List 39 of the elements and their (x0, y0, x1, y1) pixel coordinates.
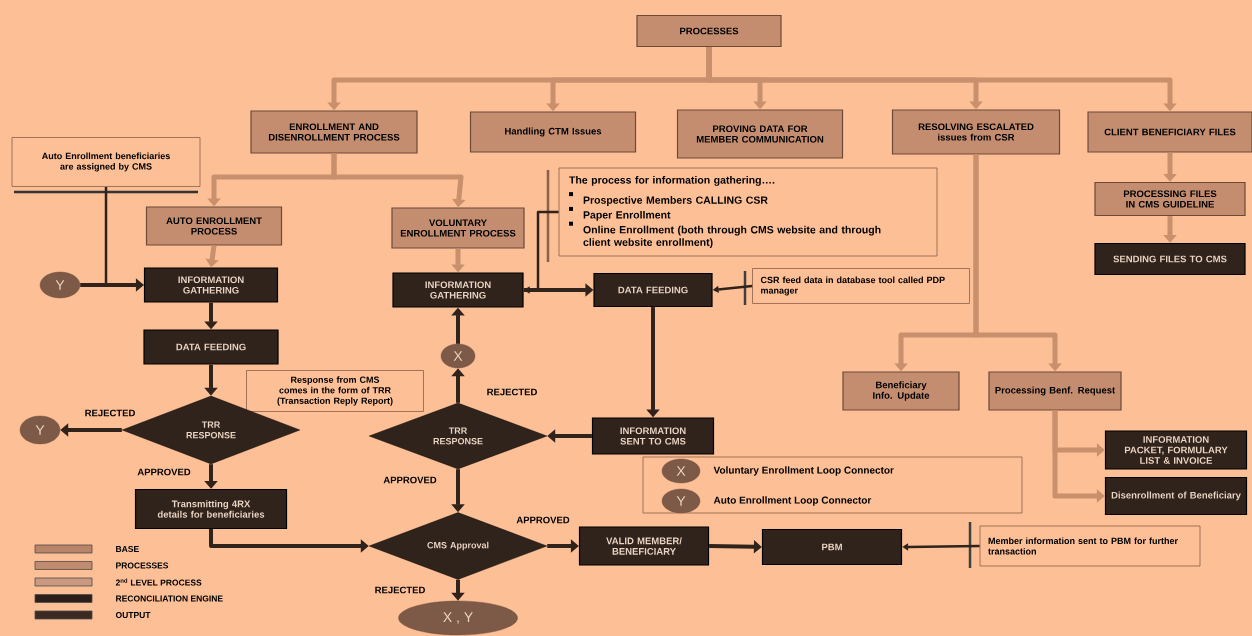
legend-text: OUTPUT (115, 612, 151, 618)
edge-label: REJECTED (485, 387, 539, 397)
output-box: INFORMATION GATHERING (143, 267, 279, 303)
output-box: DATA FEEDING (593, 272, 713, 308)
process-box: Beneficiary Info. Update (842, 371, 960, 411)
edge-label: APPROVED (382, 475, 438, 485)
output-box: INFORMATION SENT TO CMS (591, 417, 715, 455)
process-box: RESOLVING ESCALATED issues from CSR (891, 109, 1061, 155)
process-box: PROCESSES (636, 14, 782, 48)
note-box: Response from CMS comes in the form of TRR (Transaction Reply Report) (246, 370, 424, 412)
output-box: DATA FEEDING (143, 329, 279, 365)
process-box: PROVING DATA FOR MEMBER COMMUNICATION (676, 109, 844, 159)
output-box: Disenrollment of Beneficiary (1104, 476, 1248, 516)
leader-line (902, 543, 980, 551)
legend-text: RECONCILIATION ENGINE (116, 595, 223, 602)
note-box: Auto Enrollment beneficiaries are assigned by CMS (11, 137, 201, 194)
edge-label: REJECTED (373, 585, 427, 595)
legend-text: PROCESSES (116, 562, 169, 569)
legend-text: Voluntary Enrollment Loop Connector (713, 466, 894, 476)
process-box: VOLUNTARY ENROLLMENT PROCESS (391, 207, 525, 249)
legend-text: Auto Enrollment Loop Connector (713, 496, 872, 506)
process-box: CLIENT BENEFICIARY FILES (1087, 111, 1252, 153)
process-box: Handling CTM Issues (469, 111, 637, 153)
output-box: VALID MEMBER/ BENEFICIARY (578, 526, 710, 566)
process-box: AUTO ENROLLMENT PROCESS (145, 206, 283, 246)
legend-text: 2$^{nd}$ LEVEL PROCESS (115, 578, 202, 586)
process-box: ENROLLMENT AND DISENROLLMENT PROCESS (250, 110, 418, 154)
edge-label: APPROVED (136, 467, 192, 477)
process-box: Processing Benf. Request (988, 371, 1122, 411)
output-box: INFORMATION PACKET, FORMULARY LIST & INVOICE (1104, 430, 1248, 470)
process-box: PROCESSING FILES IN CMS GUIDELINE (1094, 181, 1246, 217)
output-box: SENDING FILES TO CMS (1094, 242, 1246, 276)
note-box: CSR feed data in database tool called PDP manager (752, 268, 970, 304)
note-box: The process for information gathering…. Prospective Members CALLING CSR Paper Enrollment Online Enrollment (both through CMS website and through client website enrollment) (558, 167, 938, 257)
output-box: INFORMATION GATHERING (392, 272, 524, 308)
output-box: Transmitting 4RX details for beneficiaries (134, 488, 288, 530)
legend-text: BASE (116, 546, 139, 552)
output-box: PBM (761, 528, 903, 566)
note-box: Member information sent to PBM for further transaction (979, 525, 1201, 567)
